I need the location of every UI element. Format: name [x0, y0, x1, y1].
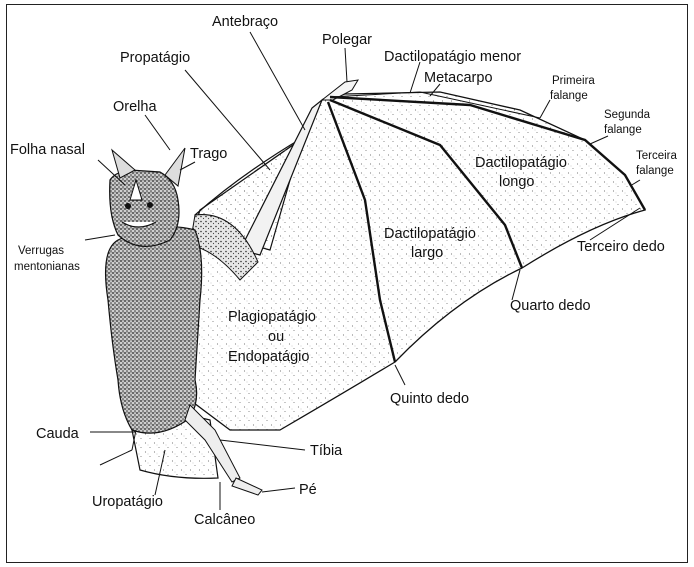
label-quarto-dedo: Quarto dedo [510, 298, 591, 314]
label-cauda: Cauda [36, 426, 80, 442]
bat-body [106, 227, 202, 433]
label-antebraco: Antebraço [212, 14, 278, 30]
eye-left [125, 203, 131, 209]
label-metacarpo: Metacarpo [424, 70, 493, 86]
label-trago: Trago [190, 146, 227, 162]
eye-right [147, 202, 153, 208]
label-plagiopatagio: Plagiopatágio [228, 309, 316, 325]
label-calcaneo: Calcâneo [194, 512, 255, 528]
label-longo: longo [499, 174, 534, 190]
label-quinto-dedo: Quinto dedo [390, 391, 469, 407]
label-uropatagio: Uropatágio [92, 494, 163, 510]
label-terceira: Terceira [636, 150, 678, 162]
label-endopatagio: Endopatágio [228, 349, 309, 365]
foot [232, 478, 262, 495]
label-mentonianas: mentonianas [14, 261, 80, 273]
label-primeira: Primeira [552, 75, 595, 87]
label-dactilopatagio-largo: Dactilopatágio [384, 226, 476, 242]
label-segunda: Segunda [604, 109, 651, 121]
label-orelha: Orelha [113, 99, 157, 115]
label-terceiro-dedo: Terceiro dedo [577, 239, 665, 255]
label-ou: ou [268, 329, 284, 345]
bat-head [110, 170, 179, 246]
label-folha-nasal: Folha nasal [10, 142, 85, 158]
label-dactilopatagio-longo: Dactilopatágio [475, 155, 567, 171]
label-polegar: Polegar [322, 32, 372, 48]
label-tibia: Tíbia [310, 443, 343, 459]
label-verrugas: Verrugas [18, 245, 64, 257]
label-segunda-falange: falange [604, 124, 642, 136]
label-dactilopatagio-menor: Dactilopatágio menor [384, 49, 521, 65]
label-propatagio: Propatágio [120, 50, 190, 66]
label-pe: Pé [299, 482, 317, 498]
label-terceira-falange: falange [636, 165, 674, 177]
label-largo: largo [411, 245, 443, 261]
label-primeira-falange: falange [550, 90, 588, 102]
